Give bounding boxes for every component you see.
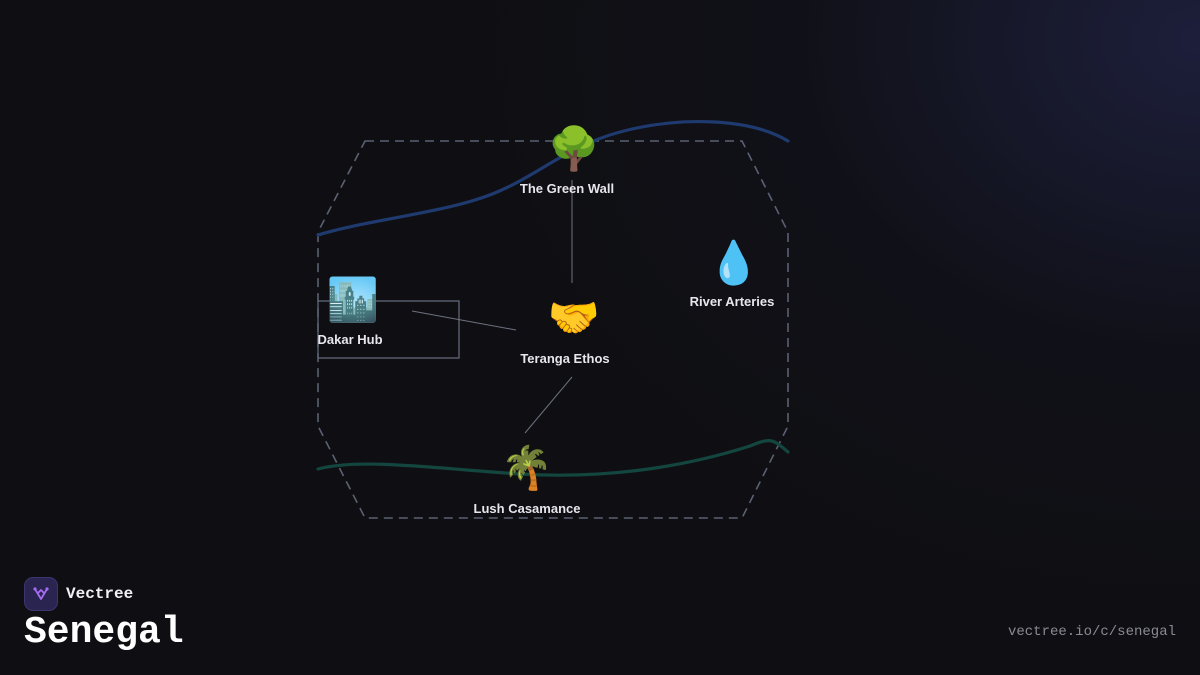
node-green-wall[interactable]: 🌳 The Green Wall	[520, 123, 614, 196]
brand[interactable]: Vectree	[24, 577, 133, 611]
handshake-icon: 🤝	[548, 293, 600, 342]
edge-dakar-hub-to-teranga-ethos	[411, 310, 517, 331]
palm-tree-icon: 🌴	[501, 443, 553, 492]
vectree-logo-mark	[33, 587, 49, 600]
node-label: River Arteries	[690, 294, 775, 309]
node-label: Teranga Ethos	[520, 351, 609, 366]
node-label: Lush Casamance	[474, 501, 581, 516]
vectree-logo-icon	[24, 577, 58, 611]
page-title: Senegal	[24, 611, 184, 654]
page-url[interactable]: vectree.io/c/senegal	[1007, 624, 1176, 640]
edge-teranga-ethos-to-lush-casamance	[524, 376, 573, 434]
dakar-peninsula-box	[317, 300, 460, 359]
cityscape-icon: 🏙️	[327, 275, 379, 324]
brand-name: Vectree	[66, 585, 134, 603]
node-river-arteries[interactable]: 💧 River Arteries	[690, 238, 775, 309]
node-label: Dakar Hub	[317, 332, 382, 347]
node-teranga-ethos[interactable]: 🤝 Teranga Ethos	[520, 293, 609, 366]
country-border	[317, 140, 789, 519]
river-bottom-curve	[316, 439, 790, 477]
node-lush-casamance[interactable]: 🌴 Lush Casamance	[474, 443, 581, 516]
river-top-curve	[316, 119, 790, 237]
water-drop-icon: 💧	[708, 238, 760, 287]
tree-icon: 🌳	[548, 123, 600, 173]
node-dakar-hub[interactable]: 🏙️ Dakar Hub	[317, 275, 382, 347]
node-label: The Green Wall	[520, 181, 614, 196]
